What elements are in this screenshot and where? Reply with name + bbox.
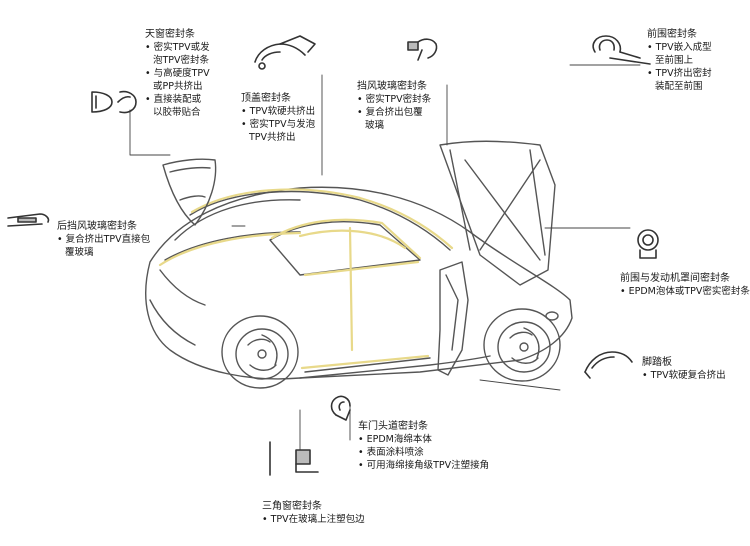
callout-title: 前围与发动机罩间密封条 — [620, 273, 730, 284]
callout-item: 直接装配或 — [145, 93, 210, 106]
callout-title: 三角窗密封条 — [262, 501, 322, 512]
callout-item: TPV软硬复合挤出 — [642, 369, 726, 382]
callout-hood: 前围与发动机罩间密封条 EPDM泡体或TPV密实密封条 — [620, 272, 750, 298]
rear-wheel — [221, 315, 299, 389]
callout-item: 表面涂料喷涂 — [358, 446, 489, 459]
open-door — [437, 261, 469, 376]
callout-item: 密实TPV密封条 — [357, 93, 432, 106]
callout-item-cont: 至前围上 — [655, 55, 694, 66]
callout-item: 密实TPV或发 — [145, 41, 210, 54]
callout-title: 后挡风玻璃密封条 — [57, 221, 137, 232]
door-profile-icon — [330, 395, 351, 421]
callout-windshield: 挡风玻璃密封条 密实TPV密封条 复合挤出包覆 玻璃 — [357, 80, 431, 132]
callout-item: TPV软硬共挤出 — [241, 105, 316, 118]
front-hood — [439, 140, 556, 286]
callout-roof: 顶盖密封条 TPV软硬共挤出 密实TPV与发泡 TPV共挤出 — [241, 92, 315, 144]
callout-item-cont: TPV共挤出 — [249, 132, 296, 143]
callout-quarter-glass: 三角窗密封条 TPV在玻璃上注塑包边 — [262, 500, 365, 526]
callout-item-cont: 覆玻璃 — [65, 247, 94, 258]
leader-lines — [129, 64, 641, 456]
front-bumper-profile-icon — [592, 35, 651, 65]
callout-item: TPV嵌入成型 — [647, 41, 712, 54]
callout-item-cont: 装配至前围 — [655, 81, 703, 92]
seal-highlight-lines — [158, 188, 454, 370]
callout-door: 车门头道密封条 EPDM海绵本体 表面涂料喷涂 可用海绵接角级TPV注塑接角 — [358, 420, 489, 472]
callout-title: 脚踏板 — [642, 357, 672, 368]
hood-profile-icon — [637, 229, 659, 259]
front-wheel — [483, 308, 561, 382]
callout-item: 与高硬度TPV — [145, 67, 210, 80]
step-profile-icon — [584, 351, 633, 379]
callout-title: 天窗密封条 — [145, 29, 195, 40]
callout-item: TPV在玻璃上注塑包边 — [262, 513, 365, 526]
callout-item-cont: 或PP共挤出 — [153, 81, 203, 92]
callout-item: 密实TPV与发泡 — [241, 118, 316, 131]
roof-profile-icon — [254, 35, 316, 70]
rear-windshield-profile-icon — [7, 213, 50, 227]
callout-item: 复合挤出TPV直接包 — [57, 233, 151, 246]
callout-item: 可用海绵接角级TPV注塑接角 — [358, 459, 490, 472]
rear-hatch — [162, 158, 217, 226]
sunroof-profile-icon — [91, 90, 137, 114]
callout-title: 挡风玻璃密封条 — [357, 81, 427, 92]
callout-front-bumper: 前围密封条 TPV嵌入成型 至前围上 TPV挤出密封 装配至前围 — [647, 28, 712, 93]
callout-rear-windshield: 后挡风玻璃密封条 复合挤出TPV直接包 覆玻璃 — [57, 220, 150, 259]
callout-title: 车门头道密封条 — [358, 421, 428, 432]
callout-item: EPDM泡体或TPV密实密封条 — [620, 285, 750, 298]
quarter-glass-profile-icon — [269, 441, 319, 476]
callout-item: TPV挤出密封 — [647, 67, 712, 80]
callout-item-cont: 玻璃 — [365, 120, 385, 131]
callout-sunroof: 天窗密封条 密实TPV或发 泡TPV密封条 与高硬度TPV 或PP共挤出 直接装… — [145, 28, 210, 119]
callout-item: 复合挤出包覆 — [357, 106, 431, 119]
callout-item: EPDM海绵本体 — [358, 433, 489, 446]
callout-title: 前围密封条 — [647, 29, 697, 40]
callout-item-cont: 以胶带贴合 — [153, 107, 201, 118]
callout-title: 顶盖密封条 — [241, 93, 291, 104]
windshield-profile-icon — [407, 38, 438, 61]
callout-item-cont: 泡TPV密封条 — [153, 55, 210, 66]
car-body — [145, 186, 573, 380]
callout-step: 脚踏板 TPV软硬复合挤出 — [642, 356, 726, 382]
